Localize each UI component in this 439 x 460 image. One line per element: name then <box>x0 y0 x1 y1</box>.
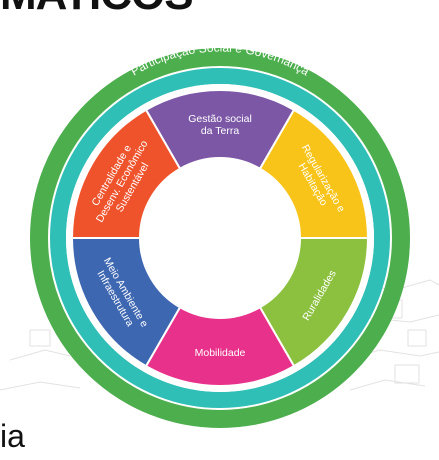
theme-segments <box>70 89 370 387</box>
segment-label-line: da Terra <box>201 125 239 137</box>
segment-label-mobilidade: Mobilidade <box>195 347 246 359</box>
segment-label-line: Mobilidade <box>195 347 246 359</box>
segment-label-line: Gestão social <box>188 113 252 125</box>
ring-territorio-resiliente <box>30 48 410 428</box>
heading-text: MATICOS <box>0 0 194 20</box>
ring-participacao-social <box>50 68 390 408</box>
corner-text: ia <box>0 418 25 454</box>
donut-hole <box>140 158 300 318</box>
